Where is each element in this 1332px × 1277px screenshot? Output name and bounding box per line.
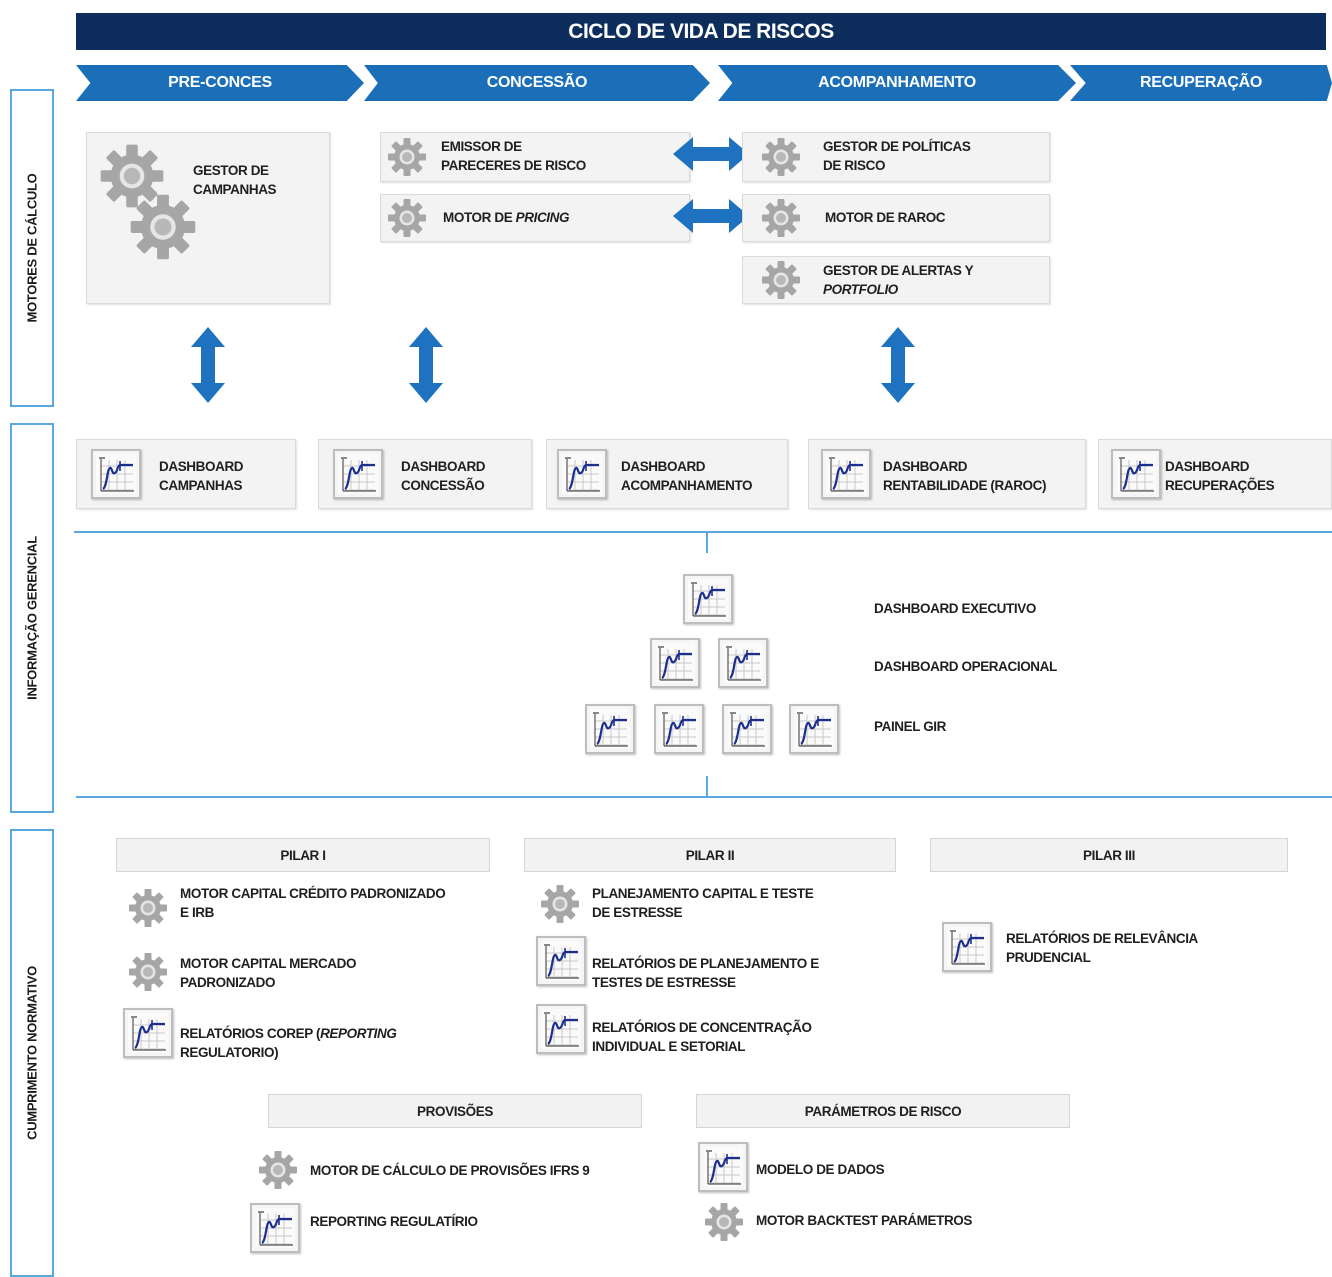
gear-icon xyxy=(128,952,168,992)
diagram-title: CICLO DE VIDA DE RISCOS xyxy=(76,13,1326,50)
chart-icon xyxy=(821,449,871,499)
divider-tick xyxy=(706,533,708,553)
gear-icon xyxy=(761,198,801,238)
pilar-ii-header: PILAR II xyxy=(524,838,896,872)
gestor-politicas-label: GESTOR DE POLÍTICAS xyxy=(823,139,971,154)
gestor-politicas-box: GESTOR DE POLÍTICAS DE RISCO xyxy=(742,132,1050,182)
gear-icon xyxy=(258,1150,298,1190)
bidirectional-arrow-icon xyxy=(670,196,752,236)
phase-recuperacao: RECUPERAÇÃO xyxy=(1070,65,1332,101)
motor-calculo-provisoes-label: MOTOR DE CÁLCULO DE PROVISÕES IFRS 9 xyxy=(310,1163,590,1178)
dashboard-rentabilidade-label: DASHBOARD xyxy=(883,459,968,474)
chart-icon xyxy=(250,1203,300,1253)
chart-icon xyxy=(698,1142,748,1192)
gear-icon xyxy=(761,260,801,300)
planejamento-capital-label: PLANEJAMENTO CAPITAL E TESTE xyxy=(592,886,814,901)
gear-icon xyxy=(540,884,580,924)
phase-pre-conces: PRE-CONCES xyxy=(76,65,364,101)
dashboard-concessao-label: DASHBOARD xyxy=(401,459,486,474)
vertical-arrow-icon xyxy=(406,324,446,406)
dashboard-operacional-label: DASHBOARD OPERACIONAL xyxy=(874,659,1057,674)
parametros-risco-header: PARÁMETROS DE RISCO xyxy=(696,1094,1070,1128)
vertical-arrow-icon xyxy=(188,324,228,406)
motor-capital-credito-label: MOTOR CAPITAL CRÉDITO PADRONIZADO xyxy=(180,886,446,901)
motor-pricing-box: MOTOR DE PRICING xyxy=(380,194,690,242)
gear-icon xyxy=(387,198,427,238)
motor-raroc-label: MOTOR DE RAROC xyxy=(825,210,946,225)
divider-tick xyxy=(706,776,708,796)
relatorios-concentracao-label: RELATÓRIOS DE CONCENTRAÇÃO xyxy=(592,1020,812,1035)
gestor-alertas-label: GESTOR DE ALERTAS Y xyxy=(823,263,974,278)
gear-icon xyxy=(761,137,801,177)
section-cumprimento-label: CUMPRIMENTO NORMATIVO xyxy=(10,829,54,1277)
emissor-pareceres-label: EMISSOR DE xyxy=(441,139,522,154)
gear-icon xyxy=(387,137,427,177)
motor-pricing-label: MOTOR DE PRICING xyxy=(443,210,570,225)
painel-gir-label: PAINEL GIR xyxy=(874,719,947,734)
dashboard-recuperacoes-label: DASHBOARD xyxy=(1165,459,1250,474)
divider-line xyxy=(76,796,1332,798)
modelo-dados-label: MODELO DE DADOS xyxy=(756,1162,885,1177)
motor-raroc-box: MOTOR DE RAROC xyxy=(742,194,1050,242)
dashboard-campanhas-label: DASHBOARD xyxy=(159,459,244,474)
gestor-campanhas-label: GESTOR DE xyxy=(193,163,269,178)
dashboard-acompanhamento-label: DASHBOARD xyxy=(621,459,706,474)
chart-icon xyxy=(333,449,383,499)
pilar-iii-header: PILAR III xyxy=(930,838,1288,872)
emissor-pareceres-box: EMISSOR DE PARECERES DE RISCO xyxy=(380,132,690,182)
motor-capital-mercado-label: MOTOR CAPITAL MERCADO xyxy=(180,956,357,971)
chart-icon xyxy=(536,1004,586,1054)
chart-icon xyxy=(942,922,992,972)
gestor-alertas-box: GESTOR DE ALERTAS Y PORTFOLIO xyxy=(742,256,1050,304)
chart-icon xyxy=(718,638,768,688)
relatorios-planejamento-label: RELATÓRIOS DE PLANEJAMENTO E xyxy=(592,956,819,971)
chart-icon xyxy=(650,638,700,688)
bidirectional-arrow-icon xyxy=(670,134,752,174)
chart-icon xyxy=(1111,449,1161,499)
dashboard-executivo-label: DASHBOARD EXECUTIVO xyxy=(874,601,1036,616)
chart-icon xyxy=(536,936,586,986)
gear-icon xyxy=(704,1202,744,1242)
chart-icon xyxy=(683,574,733,624)
relatorios-relevancia-label: RELATÓRIOS DE RELEVÂNCIA xyxy=(1006,931,1198,946)
gear-icon xyxy=(129,193,197,261)
chart-icon xyxy=(585,704,635,754)
vertical-arrow-icon xyxy=(878,324,918,406)
reporting-regulatirio-label: REPORTING REGULATÍRIO xyxy=(310,1214,478,1229)
chart-icon xyxy=(789,704,839,754)
phase-concessao: CONCESSÃO xyxy=(364,65,710,101)
chart-icon xyxy=(123,1008,173,1058)
gear-icon xyxy=(128,888,168,928)
section-motores-label: MOTORES DE CÁLCULO xyxy=(10,89,54,407)
provisoes-header: PROVISÕES xyxy=(268,1094,642,1128)
chart-icon xyxy=(557,449,607,499)
motor-backtest-label: MOTOR BACKTEST PARÁMETROS xyxy=(756,1213,972,1228)
pilar-i-header: PILAR I xyxy=(116,838,490,872)
chart-icon xyxy=(91,449,141,499)
chart-icon xyxy=(654,704,704,754)
chart-icon xyxy=(722,704,772,754)
gestor-campanhas-box: GESTOR DE CAMPANHAS xyxy=(86,132,330,304)
section-informacao-label: INFORMAÇÃO GERENCIAL xyxy=(10,423,54,813)
phase-acompanhamento: ACOMPANHAMENTO xyxy=(718,65,1076,101)
divider-line xyxy=(74,531,1332,533)
